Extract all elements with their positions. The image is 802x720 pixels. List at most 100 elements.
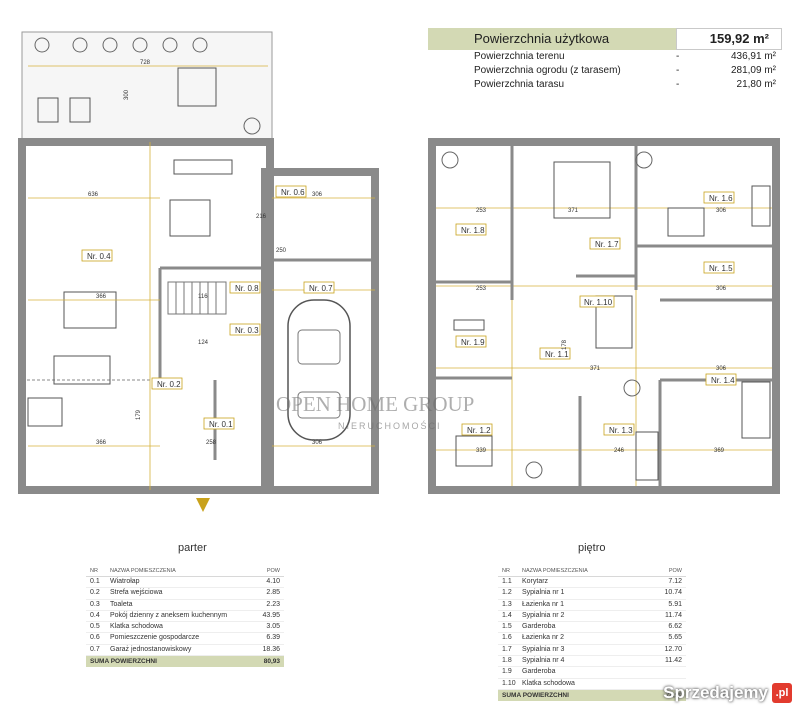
room-tag: Nr. 1.10 (584, 298, 613, 307)
room-tag: Nr. 1.7 (595, 240, 619, 249)
dimension-label: 366 (96, 440, 107, 446)
ground-room-tags: Nr. 0.4 Nr. 0.6 Nr. 0.8 Nr. 0.3 Nr. 0.7 … (81, 185, 335, 430)
ground-dimensions: 728 300 636 306 366 216 250 366 179 258 … (88, 60, 323, 446)
cell-name: Pomieszczenie gospodarcze (110, 634, 200, 642)
cell-name: Korytarz (522, 578, 549, 585)
dimension-label: 250 (276, 248, 287, 254)
cell-pow: 4.10 (266, 578, 280, 585)
dimension-label: 116 (198, 294, 208, 300)
table-header: NR NAZWA POMIESZCZENIA POW (498, 566, 686, 577)
room-tag: Nr. 1.6 (709, 194, 733, 203)
cell-name: Klatka schodowa (522, 679, 575, 687)
cell-nr: 1.7 (502, 645, 512, 653)
dimension-label: 246 (614, 448, 625, 454)
header-name: NAZWA POMIESZCZENIA (110, 568, 176, 574)
dimension-label: 371 (568, 208, 579, 214)
room-tag: Nr. 1.3 (609, 426, 633, 435)
cell-nr: 0.3 (90, 600, 100, 608)
dining-table-icon (53, 291, 117, 385)
total-value: 80,93 (263, 658, 280, 666)
cell-pow: 5.65 (668, 634, 682, 642)
summary-row-label: Powierzchnia tarasu (474, 79, 565, 90)
cell-name: Sypialnia nr 4 (522, 657, 565, 665)
dimension-label: 124 (198, 340, 209, 346)
dimension-label: 306 (716, 366, 727, 372)
watermark-title: OPEN HOME GROUP (276, 392, 475, 416)
cell-pow: 10.74 (664, 589, 682, 597)
room-tag: Nr. 1.1 (545, 350, 569, 359)
cell-name: Garderoba (522, 668, 556, 676)
room-tag: Nr. 0.2 (157, 380, 181, 389)
cell-nr: 0.1 (90, 578, 100, 585)
room-tag: Nr. 1.4 (711, 376, 735, 385)
dimension-label: 371 (590, 366, 601, 372)
badge-icon: .pl (772, 683, 792, 703)
cell-pow: 43.95 (262, 611, 280, 619)
dimension-label: 253 (476, 286, 487, 292)
upper-furniture (441, 151, 771, 481)
car-icon (287, 299, 351, 441)
dimension-label: 728 (140, 60, 151, 66)
room-tag: Nr. 0.6 (281, 188, 305, 197)
summary-row-label: Powierzchnia ogrodu (z tarasem) (474, 65, 621, 76)
table-row: 1.10 Klatka schodowa (498, 679, 686, 690)
cell-nr: 1.3 (502, 600, 512, 608)
upper-dimensions: 253 371 306 253 306 371 306 339 246 369 … (476, 208, 727, 454)
cell-name: Klatka schodowa (110, 623, 163, 631)
cell-pow: 6.39 (266, 634, 280, 642)
cell-nr: 1.10 (502, 679, 516, 687)
room-tag: Nr. 0.7 (309, 284, 333, 293)
room-tag: Nr. 1.9 (461, 338, 485, 347)
cell-pow: 5.91 (668, 600, 682, 608)
sprzedajemy-badge[interactable]: Sprzedajemy .pl (614, 674, 792, 712)
summary-row-dash: - (676, 65, 680, 76)
cell-name: Sypialnia nr 1 (522, 589, 565, 597)
cell-nr: 1.9 (502, 668, 512, 676)
header-pow: POW (266, 568, 280, 574)
summary-row-label: Powierzchnia terenu (474, 51, 565, 62)
usable-area-value: 159,92 m² (676, 28, 782, 50)
ground-floor-label: parter (178, 542, 207, 554)
table-row: 0.6 Pomieszczenie gospodarcze 6.39 (86, 633, 284, 645)
cell-nr: 1.6 (502, 634, 512, 642)
usable-area-header: Powierzchnia użytkowa 159,92 m² (428, 28, 782, 50)
stairs-icon (167, 281, 227, 315)
badge-text: Sprzedajemy (663, 683, 768, 702)
table-total-row: SUMA POWIERZCHNI 78,99 (498, 689, 686, 701)
dimension-label: 306 (716, 208, 727, 214)
cell-nr: 0.4 (90, 611, 100, 619)
cell-nr: 0.5 (90, 623, 100, 631)
cell-pow: 18.36 (262, 645, 280, 653)
cell-name: Sypialnia nr 2 (522, 611, 565, 619)
table-total-row: SUMA POWIERZCHNI 80,93 (86, 656, 284, 668)
summary-row: Powierzchnia terenu - 436,91 m² (428, 50, 782, 64)
cell-nr: 1.8 (502, 657, 512, 665)
dimension-label: 636 (88, 192, 99, 198)
cell-nr: 0.2 (90, 589, 100, 597)
total-label: SUMA POWIERZCHNI (90, 658, 157, 666)
room-tag: Nr. 1.5 (709, 264, 733, 273)
cell-pow: 11.42 (665, 657, 682, 665)
cell-pow: 2.23 (266, 600, 280, 608)
room-tag: Nr. 0.3 (235, 326, 259, 335)
upper-floor-walls (428, 138, 780, 494)
cell-nr: 0.7 (90, 645, 100, 653)
cell-nr: 0.6 (90, 634, 100, 642)
summary-row: Powierzchnia ogrodu (z tarasem) - 281,09… (428, 64, 782, 78)
dimension-label: 258 (206, 440, 217, 446)
cell-nr: 1.2 (502, 589, 512, 597)
entrance-marker-icon (196, 498, 210, 512)
room-tag: Nr. 1.8 (461, 226, 485, 235)
table-row: 1.2 Sypialnia nr 1 10.74 (498, 588, 686, 600)
cell-nr: 1.1 (502, 578, 512, 585)
total-label: SUMA POWIERZCHNI (502, 691, 569, 699)
ground-floor-walls (18, 138, 379, 494)
